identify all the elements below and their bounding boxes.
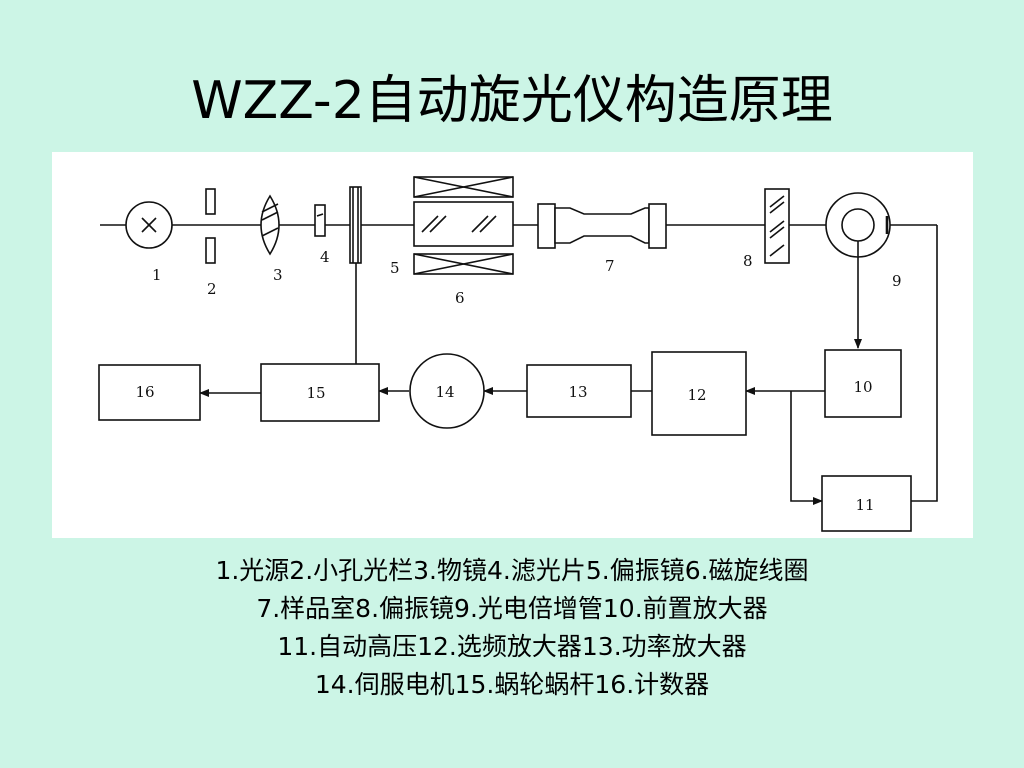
polarizer-icon [349,186,362,364]
block-13 [526,364,632,418]
schematic-svg: 1 2 3 4 5 6 7 8 9 16 15 14 13 12 10 11 [98,176,938,532]
label-5: 5 [390,259,400,277]
schematic-diagram: 1 2 3 4 5 6 7 8 9 16 15 14 13 12 10 11 [52,152,973,538]
block-16-label: 16 [135,383,154,401]
legend-line-1: 1.光源2.小孔光栏3.物镜4.滤光片5.偏振镜6.磁旋线圈 [215,556,809,585]
component-legend: 1.光源2.小孔光栏3.物镜4.滤光片5.偏振镜6.磁旋线圈 7.样品室8.偏振… [0,552,1024,704]
label-8: 8 [743,252,753,270]
block-13-label: 13 [568,383,587,401]
block-11 [821,475,912,532]
magnetic-coil-icon [413,176,514,275]
photomultiplier-icon [825,192,891,258]
label-3: 3 [273,266,283,284]
block-12 [651,351,747,436]
block-10 [824,349,902,418]
label-6: 6 [455,289,465,307]
block-11-label: 11 [855,496,874,514]
label-4: 4 [320,248,330,266]
analyzer-icon [764,188,790,264]
legend-line-2: 7.样品室8.偏振镜9.光电倍增管10.前置放大器 [256,594,768,623]
block-10-label: 10 [853,378,872,396]
lens-icon [260,194,280,256]
label-9: 9 [892,272,902,290]
label-2: 2 [207,280,217,298]
legend-line-3: 11.自动高压12.选频放大器13.功率放大器 [277,632,747,661]
block-14-label: 14 [435,383,454,401]
filter-icon [314,204,326,237]
page-title: WZZ-2自动旋光仪构造原理 [191,71,833,131]
block-16 [98,364,201,421]
block-12-label: 12 [687,386,706,404]
aperture-icon [205,188,216,264]
block-14 [409,353,485,429]
signal-11-to-9 [911,225,938,502]
legend-line-4: 14.伺服电机15.蜗轮蜗杆16.计数器 [314,670,710,699]
block-15-label: 15 [306,384,325,402]
label-1: 1 [152,266,162,284]
block-15 [260,363,380,422]
label-7: 7 [605,257,615,275]
light-source-icon [125,201,173,249]
sample-chamber-icon [537,203,667,249]
signal-branch-to-11 [790,391,823,505]
